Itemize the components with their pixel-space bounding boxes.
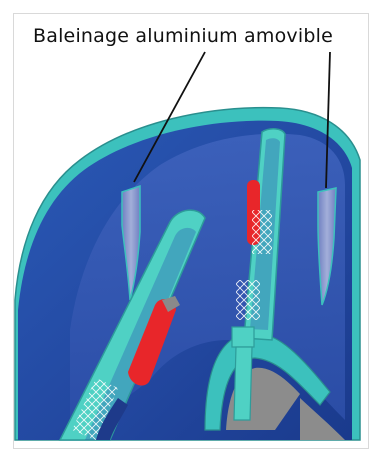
buckle-tab xyxy=(232,327,254,347)
right-strap-net-lower xyxy=(236,280,260,320)
buckle-strap-down xyxy=(234,347,252,420)
stay-annotation-label: Baleinage aluminium amovible xyxy=(33,25,333,47)
right-strap-net-upper xyxy=(252,210,272,254)
